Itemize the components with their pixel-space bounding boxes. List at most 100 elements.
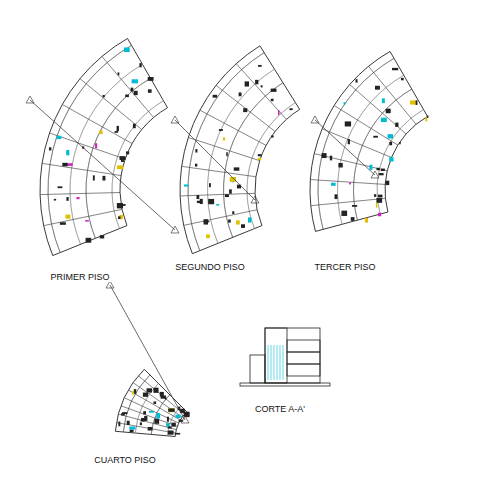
- fixture-mark: [141, 420, 143, 422]
- drawing-title: SEGUNDO PISO: [173, 262, 247, 272]
- fixture-mark: [243, 108, 247, 112]
- section-marker: [181, 416, 189, 423]
- fixture-mark: [335, 194, 338, 199]
- wall-line: [247, 103, 295, 229]
- fixture-mark: [225, 194, 229, 197]
- fixture-mark: [355, 79, 357, 82]
- section-element: [250, 355, 265, 383]
- fixture-mark: [186, 412, 190, 416]
- fixture-mark: [102, 176, 105, 181]
- fixture-mark: [195, 164, 197, 167]
- fixture-mark: [374, 194, 376, 197]
- fixture-mark: [184, 184, 188, 186]
- fixture-mark: [143, 411, 146, 414]
- fixture-mark: [68, 163, 73, 166]
- fixture-mark: [132, 79, 138, 83]
- fixture-mark: [365, 218, 368, 223]
- drawing-title: TERCER PISO: [312, 262, 377, 272]
- partition-wall: [124, 398, 178, 423]
- fixture-mark: [133, 124, 136, 129]
- fixture-mark: [278, 110, 280, 115]
- partition-wall: [184, 210, 257, 226]
- stair-line: [268, 345, 269, 380]
- fixture-mark: [378, 195, 382, 198]
- fixture-mark: [271, 99, 274, 101]
- fixture-mark: [148, 89, 152, 92]
- fixture-mark: [62, 163, 67, 167]
- fixture-mark: [378, 213, 381, 217]
- section-element: [240, 383, 330, 386]
- fixture-mark: [168, 408, 174, 411]
- section-marker: [371, 171, 379, 178]
- fixture-mark: [245, 81, 249, 86]
- plan-outline: [115, 369, 186, 436]
- fixture-mark: [66, 150, 69, 155]
- stair-line: [271, 345, 272, 380]
- fixture-mark: [289, 108, 292, 110]
- section-line: [110, 285, 185, 420]
- partition-wall: [40, 192, 120, 194]
- fixture-mark: [134, 389, 136, 394]
- fixture-mark: [58, 186, 63, 188]
- partition-wall: [118, 414, 176, 430]
- fixture-mark: [228, 220, 231, 223]
- fixture-mark: [382, 98, 385, 103]
- fixture-mark: [388, 134, 393, 138]
- fixture-mark: [86, 238, 92, 243]
- fixture-mark: [134, 91, 138, 95]
- fixture-mark: [395, 123, 398, 127]
- fixture-mark: [76, 197, 79, 199]
- fixture-mark: [148, 427, 153, 431]
- fixture-mark: [121, 413, 125, 415]
- fixture-mark: [255, 80, 258, 84]
- fixture-mark: [141, 418, 145, 421]
- fixture-mark: [204, 219, 208, 224]
- fixture-mark: [232, 211, 234, 214]
- fixture-mark: [389, 157, 393, 161]
- fixture-mark: [239, 92, 242, 96]
- fixture-mark: [143, 393, 148, 397]
- section-element: [287, 364, 320, 376]
- partition-wall: [102, 56, 154, 117]
- fixture-mark: [229, 189, 232, 193]
- fixture-mark: [386, 181, 390, 185]
- fixture-mark: [241, 224, 245, 228]
- partition-wall: [216, 85, 275, 131]
- partition-wall: [334, 106, 398, 146]
- fixture-mark: [258, 158, 261, 160]
- fixture-mark: [376, 203, 378, 207]
- partition-wall: [182, 166, 256, 176]
- fixture-mark: [208, 199, 214, 204]
- fixture-mark: [213, 95, 218, 98]
- partition-wall: [117, 423, 176, 433]
- fixture-mark: [271, 136, 274, 138]
- fixture-mark: [156, 413, 160, 418]
- fixture-mark: [54, 199, 56, 201]
- floor-plan: [310, 51, 428, 231]
- partition-wall: [350, 85, 406, 134]
- fixture-mark: [153, 401, 156, 403]
- fixture-mark: [121, 204, 126, 206]
- section-line: [175, 120, 255, 200]
- fixture-mark: [175, 415, 180, 418]
- fixture-mark: [226, 152, 228, 156]
- partition-wall: [50, 133, 126, 159]
- fixture-mark: [376, 198, 382, 203]
- fixture-mark: [132, 391, 134, 395]
- section-marker: [311, 116, 319, 123]
- partition-wall: [314, 154, 387, 171]
- section-marker: [26, 96, 34, 103]
- fixture-mark: [376, 168, 379, 171]
- fixture-mark: [60, 222, 66, 225]
- fixture-mark: [118, 216, 120, 219]
- fixture-mark: [373, 136, 378, 138]
- partition-wall: [310, 180, 385, 185]
- section-line: [315, 120, 375, 175]
- fixture-mark: [166, 423, 169, 427]
- fixture-mark: [99, 130, 102, 134]
- stair-line: [274, 345, 275, 380]
- partition-wall: [200, 110, 266, 145]
- fixture-mark: [161, 396, 166, 399]
